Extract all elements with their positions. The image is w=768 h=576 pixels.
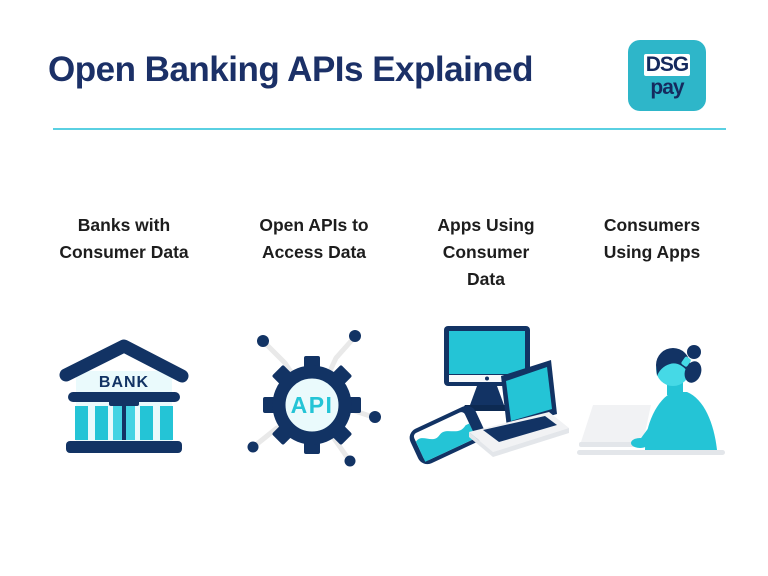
column-label-apps: Apps Using Consumer Data [437,215,535,289]
api-icon-label: API [291,392,334,418]
bank-icon-label: BANK [99,374,149,391]
brand-logo: DSG pay [628,40,706,111]
bank-icon: BANK [59,339,189,453]
logo-text-pay: pay [650,75,684,99]
person-laptop-icon [577,344,725,455]
column-apps: Apps Using Consumer Data [398,212,574,482]
column-banks: Banks with Consumer Data BANK [36,212,212,482]
columns-row: Banks with Consumer Data BANK [36,212,740,492]
column-consumers: Consumers Using Apps [564,212,740,482]
page-title: Open Banking APIs Explained [48,50,534,89]
column-label-banks: Banks with Consumer Data [59,215,189,262]
api-gear-icon: API [247,330,381,467]
logo-text-dsg: DSG [643,52,691,76]
column-apis: Open APIs to Access Data [226,212,402,482]
devices-icon [409,326,569,465]
column-label-consumers: Consumers Using Apps [603,215,701,262]
title-divider [53,128,726,130]
column-label-apis: Open APIs to Access Data [259,215,369,262]
